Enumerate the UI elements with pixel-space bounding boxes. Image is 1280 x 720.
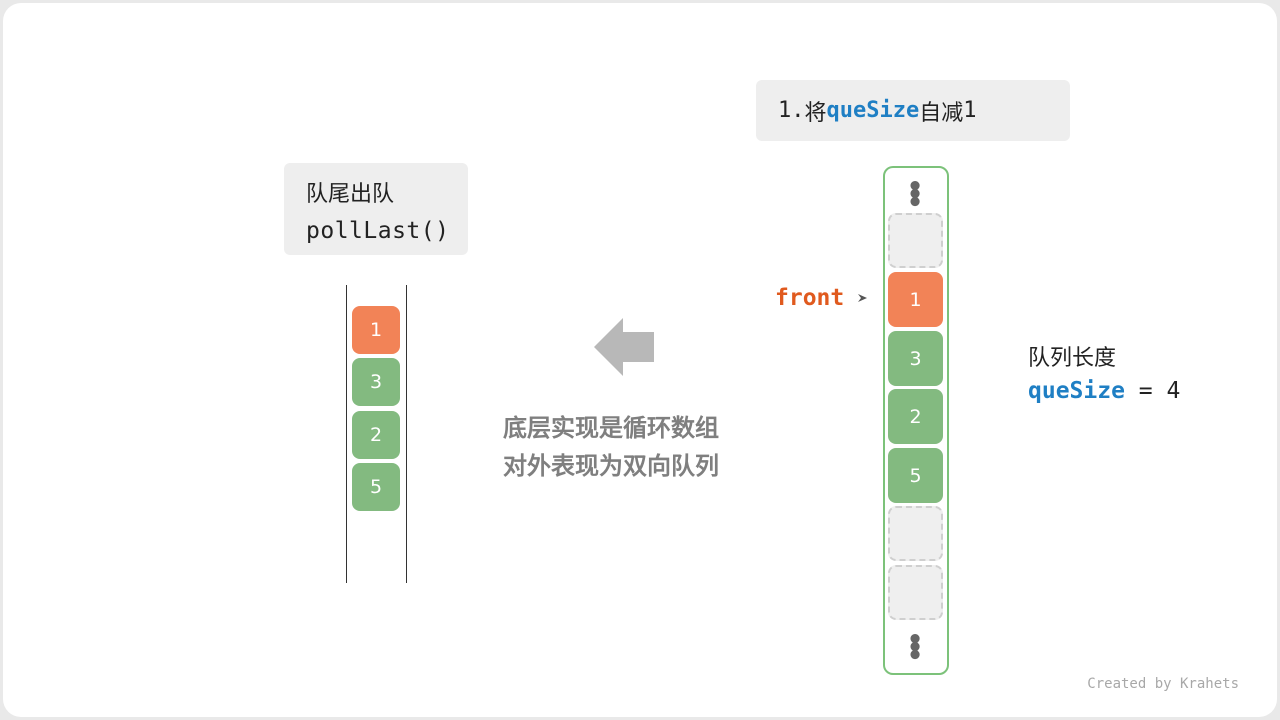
queue-size-info: 队列长度 queSize = 4: [1028, 340, 1180, 404]
operation-title: 队尾出队: [306, 182, 395, 207]
step-action: 自减: [919, 100, 964, 126]
step-prefix: 1.: [778, 98, 805, 123]
operation-label: 队尾出队 pollLast(): [284, 163, 468, 255]
queue-size-number: 4: [1166, 378, 1181, 404]
left-arrow-icon: [594, 318, 654, 376]
array-cell: 2: [888, 389, 943, 444]
deque-item: 1: [352, 306, 400, 354]
ellipsis-top-icon: •••: [906, 172, 924, 218]
deque-item: 5: [352, 463, 400, 511]
deque-left-wall: [346, 285, 347, 583]
queue-size-value: queSize = 4: [1028, 378, 1180, 404]
caption-line-2: 对外表现为双向队列: [503, 452, 719, 480]
pointer-arrow-icon: [858, 294, 867, 302]
step-amount: 1: [963, 98, 977, 123]
front-pointer-label: front: [775, 285, 845, 311]
step-label: 1.将 queSize 自减 1: [756, 80, 1070, 141]
caption-line-1: 底层实现是循环数组: [503, 414, 719, 442]
array-cell: 3: [888, 331, 943, 386]
array-cell: 1: [888, 272, 943, 327]
ellipsis-bottom-icon: •••: [906, 625, 924, 671]
step-verb: 将: [804, 100, 827, 126]
deque-item: 2: [352, 411, 400, 459]
deque-item: 3: [352, 358, 400, 406]
caption: 底层实现是循环数组 对外表现为双向队列: [503, 409, 719, 485]
step-keyword: queSize: [826, 98, 920, 123]
queue-size-keyword: queSize: [1028, 378, 1125, 404]
operation-method: pollLast(): [306, 218, 450, 244]
array-cell-empty: [888, 213, 943, 268]
credit-text: Created by Krahets: [1087, 676, 1239, 692]
array-cell-empty: [888, 565, 943, 620]
array-cell: 5: [888, 448, 943, 503]
deque-right-wall: [406, 285, 407, 583]
equals-sign: =: [1138, 378, 1153, 404]
array-cell-empty: [888, 506, 943, 561]
queue-size-title: 队列长度: [1028, 346, 1117, 371]
